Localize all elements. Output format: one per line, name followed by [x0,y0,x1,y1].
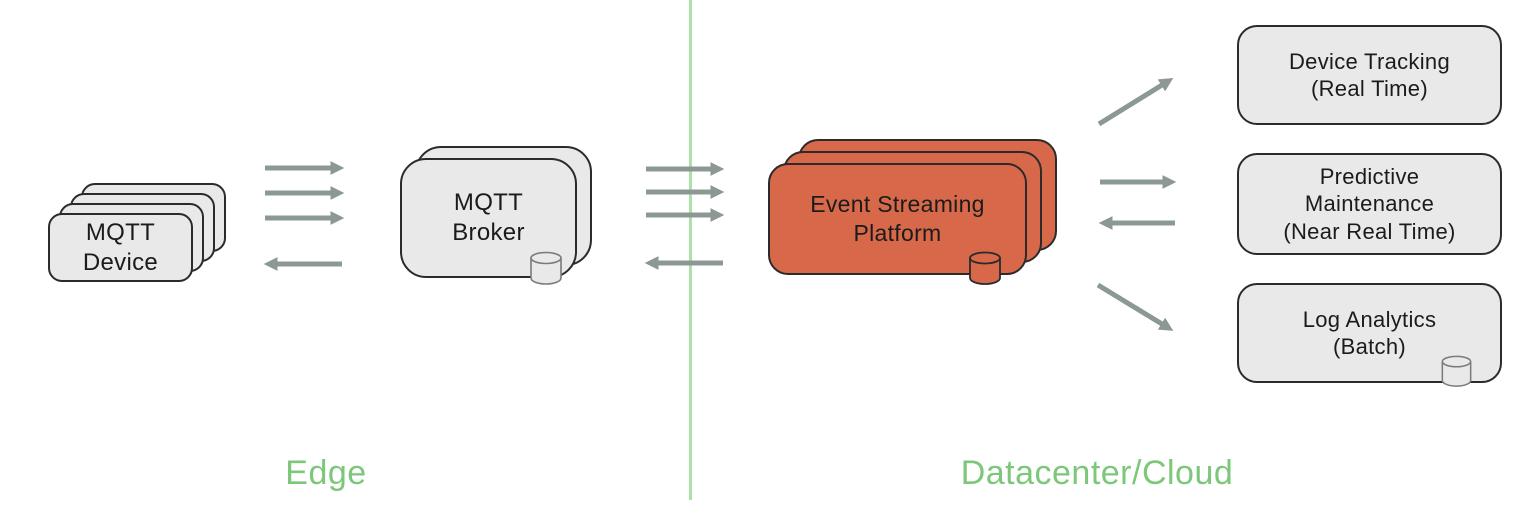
log-analytics-label: Log Analytics (Batch) [1302,306,1437,360]
edge-zone-label: Edge [285,454,367,492]
device-tracking-label: Device Tracking (Real Time) [1288,48,1450,102]
mqtt-broker-label: MQTT Broker [452,189,525,246]
database-icon [1441,355,1472,387]
device-tracking-box: Device Tracking (Real Time) [1237,25,1502,125]
database-icon [530,251,562,285]
edge-cloud-divider [689,0,692,500]
mqtt-device-label: MQTT Device [82,218,159,276]
mqtt-device-box: MQTT Device [48,213,193,282]
predictive-maintenance-box: Predictive Maintenance (Near Real Time) [1237,153,1502,255]
arrow-esp-to-log-analytics [1096,282,1174,331]
datacenter-cloud-zone-label: Datacenter/Cloud [960,454,1234,492]
arrow-esp-to-device-tracking [1097,77,1174,127]
predictive-maintenance-label: Predictive Maintenance (Near Real Time) [1283,163,1456,244]
event-streaming-label: Event Streaming Platform [810,191,985,246]
database-icon [969,251,1001,285]
